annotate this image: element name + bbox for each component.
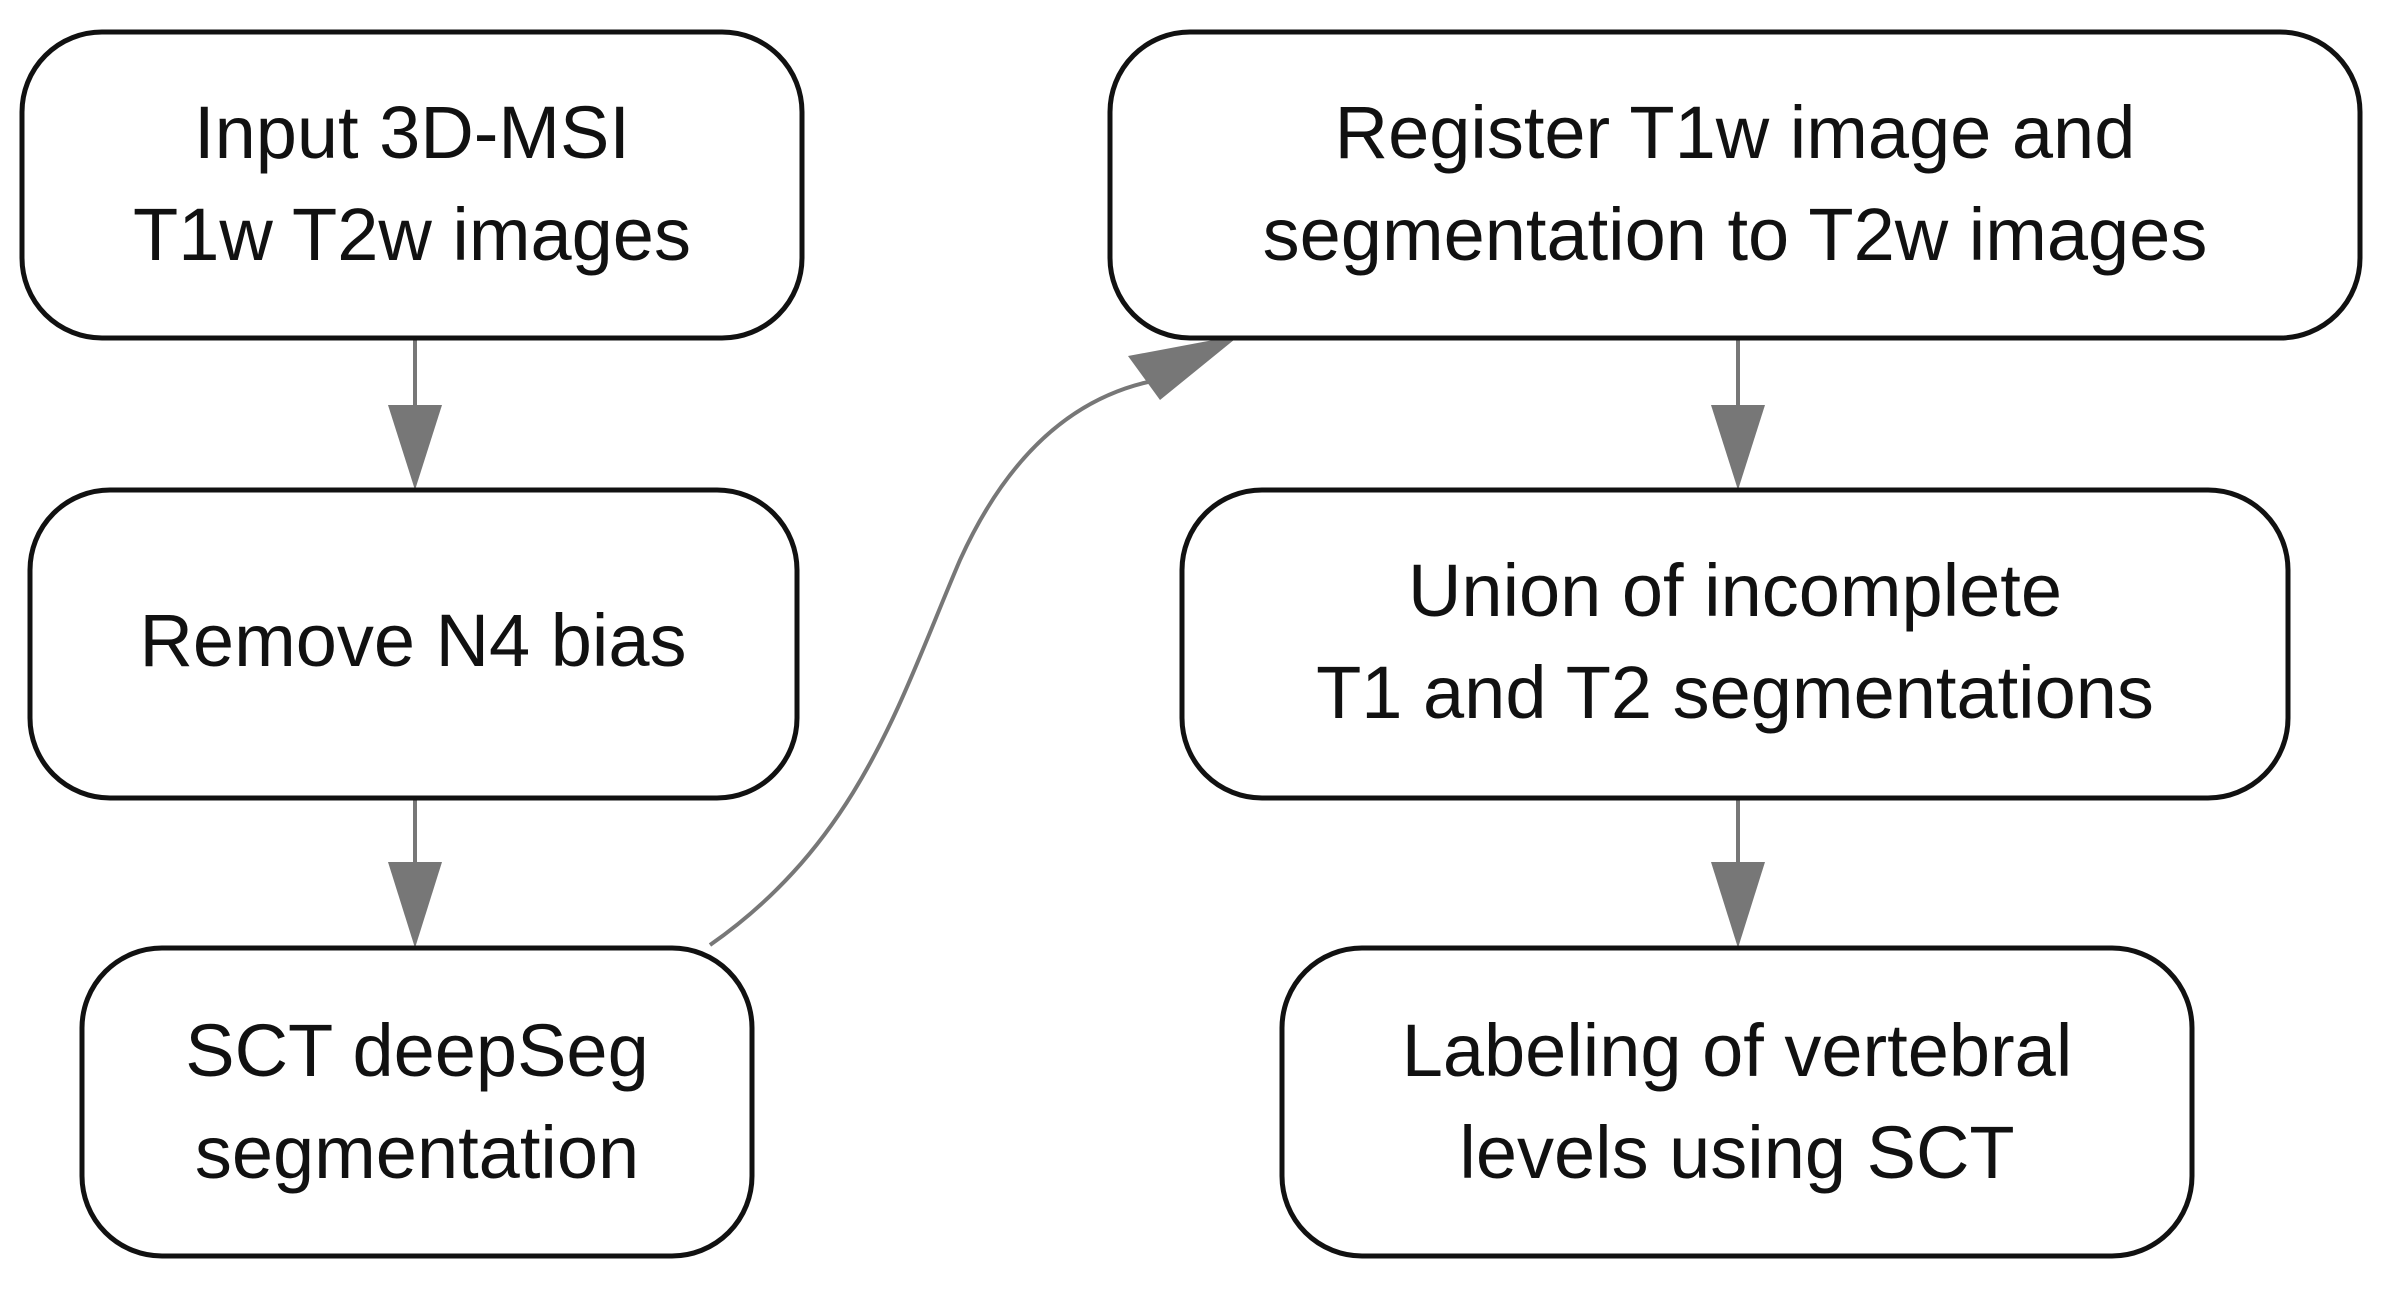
- edge-union-to-labeling: [1711, 798, 1765, 948]
- node-register-line-1: Register T1w image and: [1335, 91, 2136, 174]
- node-union: Union of incomplete T1 and T2 segmentati…: [1179, 487, 2291, 801]
- node-labeling-line-1: Labeling of vertebral: [1402, 1009, 2073, 1092]
- node-labeling-line-2: levels using SCT: [1459, 1111, 2014, 1194]
- edge-register-to-union: [1711, 338, 1765, 490]
- node-labeling: Labeling of vertebral levels using SCT: [1279, 945, 2195, 1259]
- node-union-line-1: Union of incomplete: [1408, 549, 2062, 632]
- node-deepseg-line-1: SCT deepSeg: [185, 1009, 649, 1092]
- node-input: Input 3D-MSI T1w T2w images: [19, 29, 805, 341]
- node-register: Register T1w image and segmentation to T…: [1107, 29, 2363, 341]
- edge-input-to-n4: [388, 338, 442, 490]
- node-input-line-1: Input 3D-MSI: [194, 91, 630, 174]
- edge-deepseg-to-register: [708, 335, 1240, 947]
- node-union-line-2: T1 and T2 segmentations: [1316, 651, 2154, 734]
- node-register-line-2: segmentation to T2w images: [1263, 193, 2208, 276]
- node-input-line-2: T1w T2w images: [133, 193, 691, 276]
- node-n4-line-1: Remove N4 bias: [139, 599, 686, 682]
- node-n4: Remove N4 bias: [27, 487, 800, 801]
- edge-n4-to-deepseg: [388, 798, 442, 948]
- node-deepseg: SCT deepSeg segmentation: [79, 945, 755, 1259]
- node-deepseg-line-2: segmentation: [195, 1111, 639, 1194]
